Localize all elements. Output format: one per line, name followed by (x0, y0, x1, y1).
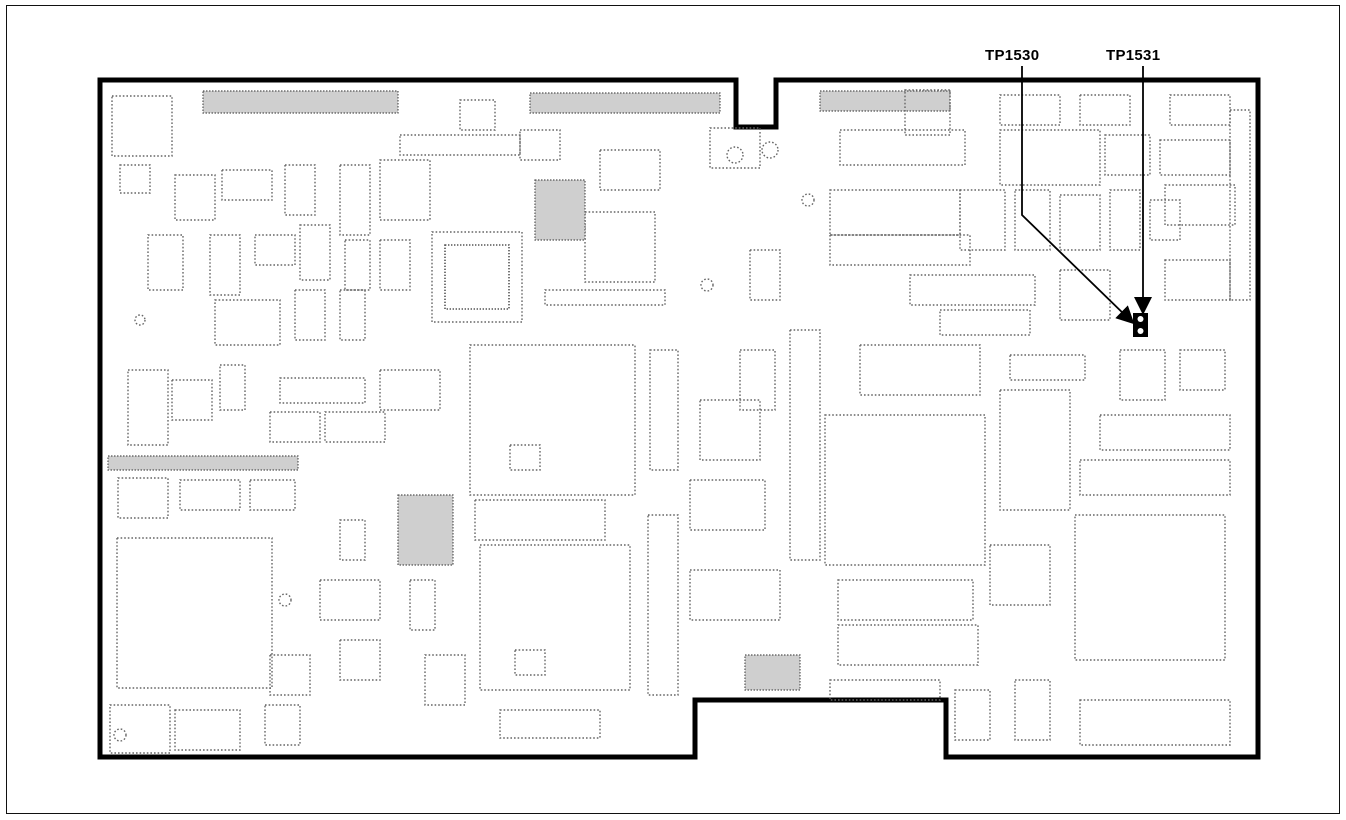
tp-leader-lines (1021, 66, 1152, 325)
right-ics (824, 344, 1231, 746)
left-components (107, 95, 441, 519)
left-lower-ic (109, 519, 466, 754)
tp1530-label: TP1530 (985, 47, 1040, 64)
center-ics (397, 179, 821, 739)
tp1530-leader (1021, 66, 1135, 325)
small-parts (113, 99, 815, 742)
figure-frame (6, 5, 1340, 814)
tp1531-label: TP1531 (1106, 47, 1161, 64)
top-right-components (829, 89, 1251, 336)
test-point-pads (1133, 313, 1148, 337)
board-outline (97, 77, 1261, 760)
top-connectors (202, 90, 951, 114)
